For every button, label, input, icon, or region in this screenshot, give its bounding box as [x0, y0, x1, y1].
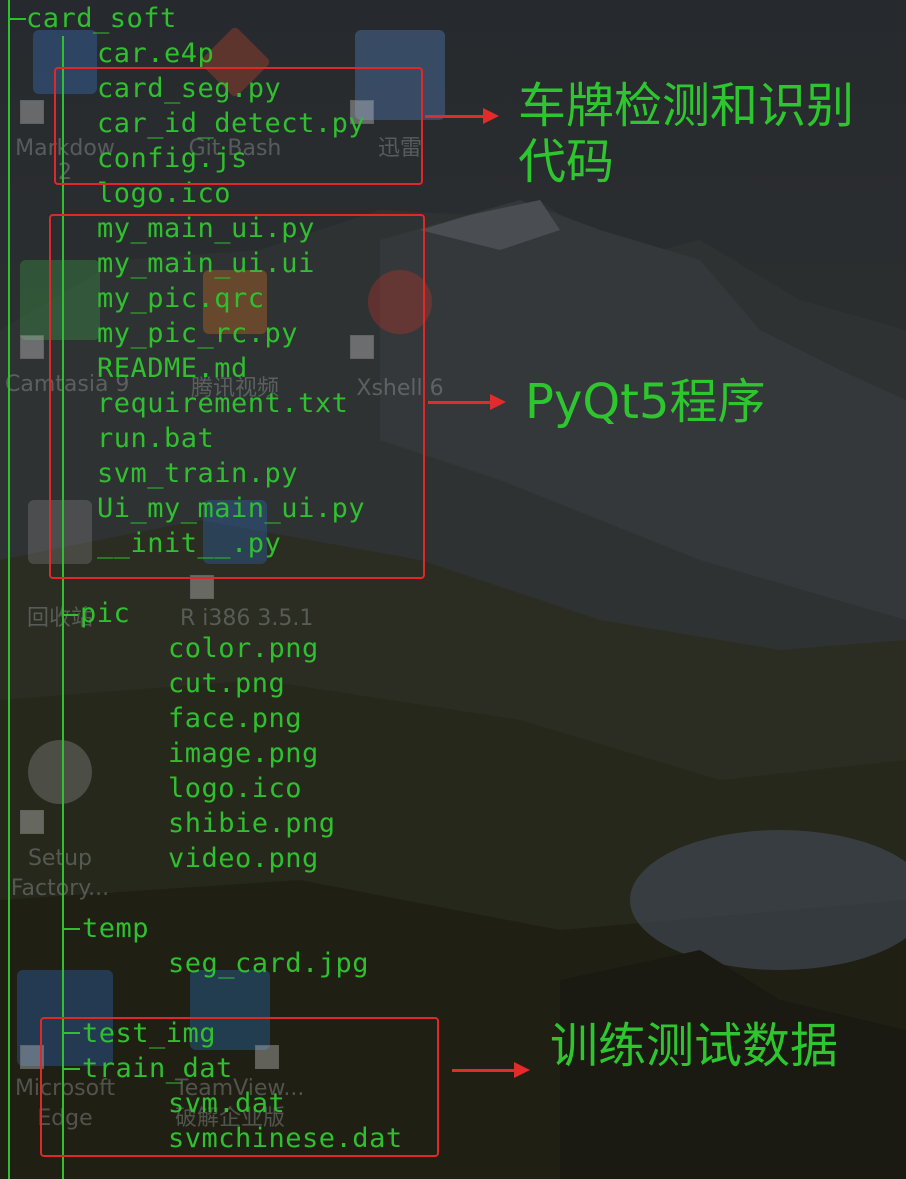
arrow-right-icon — [452, 1062, 530, 1078]
tree-connector — [62, 1068, 80, 1070]
annotation-label-data: 训练测试数据 — [550, 1018, 839, 1074]
desktop-icon-tencent-video[interactable]: 腾讯视频 — [180, 270, 290, 404]
tree-file[interactable]: Ui_my_main_ui.py — [97, 493, 366, 524]
desktop-icon-camtasia[interactable]: Camtasia 9 — [5, 260, 130, 400]
tree-file[interactable]: my_main_ui.ui — [97, 248, 315, 279]
tree-file[interactable]: color.png — [168, 633, 319, 664]
shortcut-arrow-icon — [350, 335, 374, 359]
tree-root-folder[interactable]: card_soft — [26, 3, 177, 34]
annotation-label-detect: 车牌检测和识别代码 — [518, 78, 855, 190]
shortcut-arrow-icon — [190, 575, 214, 599]
desktop-icon-label: Git Bash — [188, 136, 282, 161]
annotation-box-detect — [54, 67, 423, 185]
camtasia-icon — [20, 260, 100, 340]
tree-folder-test-img[interactable]: test_img — [82, 1018, 217, 1049]
tree-file[interactable]: car.e4p — [97, 38, 215, 69]
tree-file[interactable]: README.md — [97, 353, 248, 384]
xshell-icon — [368, 270, 432, 334]
gear-icon — [28, 740, 92, 804]
annotation-box-data — [40, 1017, 439, 1157]
desktop-icon-setup-factory[interactable]: Setup Factory... — [5, 740, 115, 904]
markdown-icon — [33, 30, 97, 94]
desktop-icon-sublabel: Factory... — [10, 876, 110, 901]
tree-file[interactable]: run.bat — [97, 423, 215, 454]
desktop-icon-xshell[interactable]: Xshell 6 — [345, 270, 455, 404]
desktop-icon-teamviewer[interactable]: TeamView... 破解企业版 — [175, 970, 305, 1134]
tree-connector — [8, 0, 10, 1179]
tree-file[interactable]: my_main_ui.py — [97, 213, 315, 244]
desktop-icon-label: 迅雷 — [377, 136, 422, 161]
tree-file[interactable]: svmchinese.dat — [168, 1123, 403, 1154]
desktop-icon-label: TeamView... — [175, 1076, 305, 1101]
tree-file[interactable]: __init__.py — [97, 528, 282, 559]
tree-file[interactable]: svm_train.py — [97, 458, 299, 489]
tree-file[interactable]: my_pic.qrc — [97, 283, 265, 314]
desktop-icon-label: Microsoft — [14, 1076, 116, 1101]
annotation-label-pyqt: PyQt5程序 — [525, 374, 766, 430]
arrow-right-icon — [425, 108, 499, 124]
shortcut-arrow-icon — [20, 335, 44, 359]
desktop-icon-label: Camtasia 9 — [5, 372, 130, 397]
desktop-icon-label: R i386 3.5.1 — [180, 606, 314, 631]
bird-icon — [355, 30, 445, 120]
play-icon — [203, 270, 267, 334]
desktop-icon-sublabel: 2 — [58, 160, 72, 185]
desktop-icon-sublabel: Edge — [37, 1106, 93, 1131]
arrow-right-icon — [428, 394, 506, 410]
desktop-icon-gitbash[interactable]: Git Bash — [180, 25, 290, 164]
shortcut-arrow-icon — [20, 100, 44, 124]
tree-folder-temp[interactable]: temp — [82, 913, 150, 944]
tree-connector — [62, 1032, 80, 1034]
shortcut-arrow-icon — [350, 100, 374, 124]
desktop-icon-sublabel: 破解企业版 — [175, 1106, 286, 1131]
desktop-icon-markdown[interactable]: Markdow 2 — [10, 30, 120, 188]
tree-connector — [8, 18, 26, 20]
tree-folder-train-dat[interactable]: train_dat — [82, 1053, 233, 1084]
tree-file[interactable]: cut.png — [168, 668, 286, 699]
teamviewer-icon — [190, 970, 270, 1050]
tree-connector — [62, 36, 64, 1179]
tree-file[interactable]: requirement.txt — [97, 388, 349, 419]
desktop-icon-xunlei[interactable]: 迅雷 — [345, 30, 455, 164]
tree-file[interactable]: svm.dat — [168, 1088, 286, 1119]
tree-file[interactable]: logo.ico — [168, 773, 303, 804]
tree-file[interactable]: config.js — [97, 143, 248, 174]
recycle-bin-icon — [28, 500, 92, 564]
r-icon — [203, 500, 267, 564]
shortcut-arrow-icon — [255, 1045, 279, 1069]
tree-file[interactable]: shibie.png — [168, 808, 336, 839]
tree-file[interactable]: video.png — [168, 843, 319, 874]
desktop-icon-label: Markdow — [15, 136, 115, 161]
desktop-icon-label: 回收站 — [26, 606, 93, 631]
tree-file[interactable]: face.png — [168, 703, 303, 734]
tree-connector — [62, 614, 78, 616]
desktop-icon-label: 腾讯视频 — [190, 376, 279, 401]
tree-file[interactable]: image.png — [168, 738, 319, 769]
annotation-box-pyqt — [49, 214, 425, 579]
tree-file[interactable]: my_pic_rc.py — [97, 318, 299, 349]
tree-file[interactable]: card_seg.py — [97, 73, 282, 104]
desktop-icon-r[interactable]: R i386 3.5.1 — [180, 500, 314, 634]
desktop-icon-recycle-bin[interactable]: 回收站 — [5, 500, 115, 634]
tree-folder-pic[interactable]: pic — [80, 598, 131, 629]
desktop-icon-label: Xshell 6 — [356, 376, 444, 401]
tree-file[interactable]: car_id_detect.py — [97, 108, 366, 139]
tree-file[interactable]: seg_card.jpg — [168, 948, 370, 979]
desktop-icon-label: Setup — [27, 846, 93, 871]
tree-connector — [62, 928, 80, 930]
shortcut-arrow-icon — [20, 810, 44, 834]
